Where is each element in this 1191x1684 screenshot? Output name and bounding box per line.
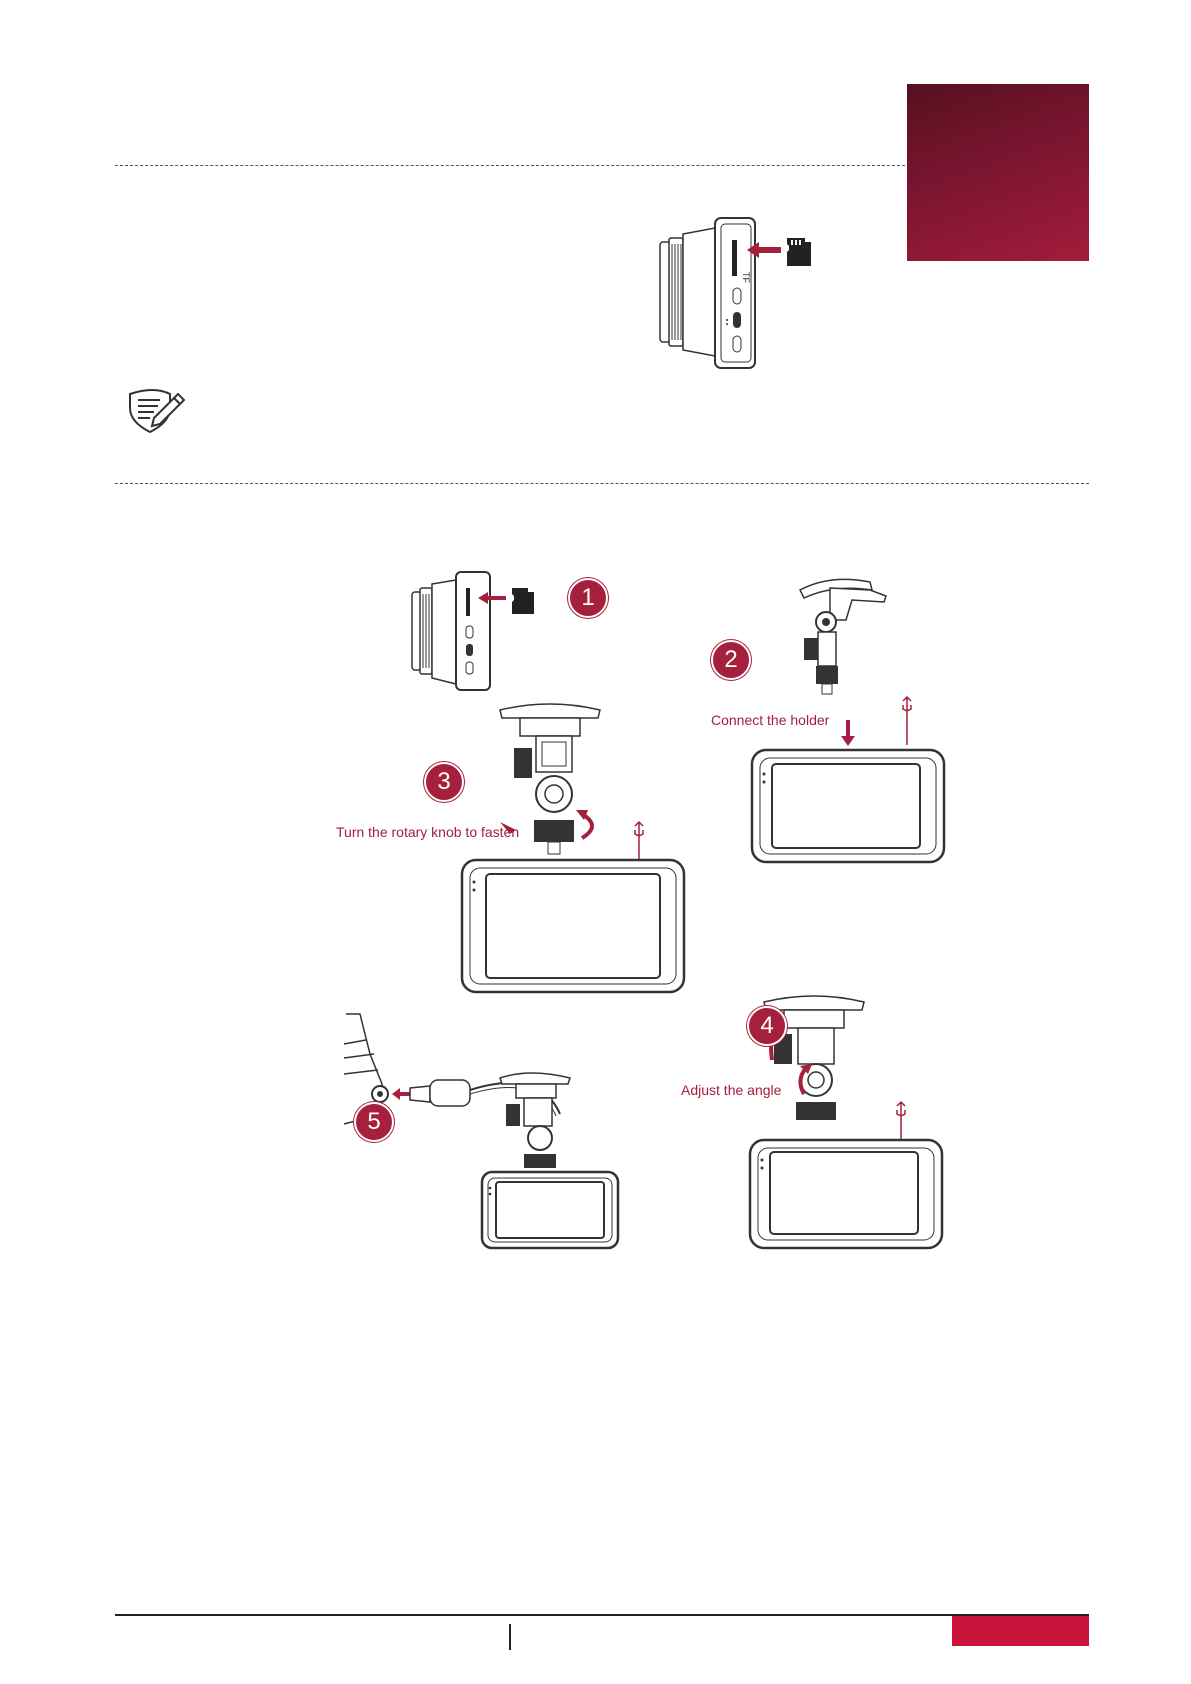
- insert-arrow-icon: [747, 242, 781, 258]
- step-1-badge: 1: [568, 578, 608, 618]
- step3-camera-front: [460, 858, 686, 994]
- section-divider-top: [115, 165, 905, 166]
- microsd-card-icon: [787, 238, 811, 266]
- gps-antenna-icon: [896, 1100, 906, 1140]
- step4-mount-figure: [763, 995, 865, 1120]
- footer-color-tab: [952, 1616, 1089, 1646]
- footer-rule: [115, 1614, 1089, 1616]
- gps-antenna-icon: [634, 820, 644, 860]
- sd-card-insert-figure: TF: [655, 210, 835, 380]
- step3-mount-figure: [499, 703, 601, 855]
- step-5-badge: 5: [354, 1102, 394, 1142]
- step2-camera-front: [750, 748, 946, 864]
- tf-slot-label: TF: [741, 272, 751, 283]
- gps-antenna-icon: [902, 695, 912, 745]
- section-divider-mid: [115, 483, 1089, 484]
- step5-camera-front: [480, 1170, 620, 1250]
- step-2-caption: Connect the holder: [711, 712, 830, 728]
- down-arrow-icon: [841, 720, 855, 746]
- dashcam-side-icon: TF: [659, 217, 756, 369]
- step-2-badge: 2: [711, 640, 751, 680]
- step1-camera-figure: [411, 571, 534, 691]
- step-3-caption: Turn the rotary knob to fasten: [336, 824, 520, 840]
- step4-camera-front: [748, 1138, 944, 1250]
- step2-mount-figure: [799, 578, 887, 695]
- step-4-badge: 4: [747, 1006, 787, 1046]
- step5-mount-figure: [499, 1072, 571, 1168]
- installation-diagram: 1 2 Connect the holder: [330, 570, 970, 1310]
- step-4-caption: Adjust the angle: [681, 1082, 782, 1098]
- chapter-color-block: [907, 84, 1089, 261]
- note-pencil-icon: [124, 386, 188, 436]
- step-3-badge: 3: [424, 762, 464, 802]
- footer-divider-tick: [509, 1624, 511, 1650]
